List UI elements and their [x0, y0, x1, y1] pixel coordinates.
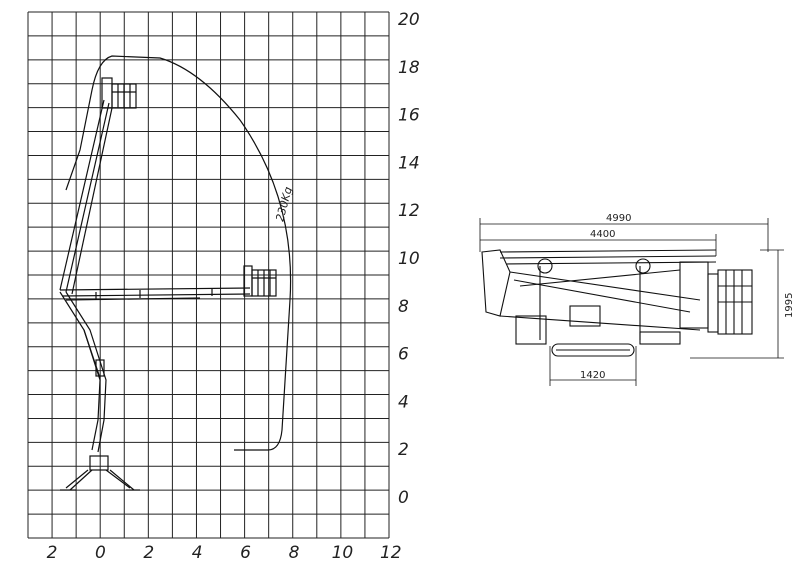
x-tick-label: 6 — [240, 543, 251, 563]
basket-top — [101, 77, 137, 109]
x-tick-label: 2 — [143, 543, 154, 563]
y-tick-label: 14 — [398, 153, 420, 173]
boom-lower — [59, 291, 107, 453]
working-envelope — [65, 55, 292, 451]
y-tick-label: 12 — [398, 201, 420, 221]
x-axis-ticks: 2 0 2 4 6 8 10 12 — [47, 543, 402, 563]
dim-overall-length: 4990 — [606, 213, 631, 224]
y-tick-label: 6 — [398, 345, 409, 365]
y-tick-label: 20 — [398, 10, 420, 30]
y-tick-label: 10 — [398, 249, 420, 269]
boom-horizontal — [59, 287, 251, 301]
y-tick-label: 18 — [398, 58, 420, 78]
base-outriggers — [60, 455, 140, 491]
dim-chassis-length: 4400 — [590, 229, 615, 240]
y-tick-label: 16 — [398, 106, 420, 126]
dim-track-length: 1420 — [580, 370, 605, 381]
y-tick-label: 0 — [398, 488, 409, 508]
x-tick-label: 2 — [47, 543, 58, 563]
x-tick-label: 0 — [95, 543, 106, 563]
x-tick-label: 12 — [380, 543, 402, 563]
basket-side — [243, 265, 277, 297]
x-tick-label: 4 — [192, 543, 203, 563]
y-tick-label: 2 — [398, 440, 409, 460]
dim-height: 1995 — [784, 293, 795, 318]
y-tick-label: 8 — [398, 297, 409, 317]
reach-grid — [27, 11, 390, 539]
x-tick-label: 8 — [289, 543, 300, 563]
boom-upper — [59, 99, 113, 295]
side-view: 4990 4400 1420 1995 — [479, 213, 795, 386]
x-tick-label: 10 — [332, 543, 354, 563]
y-tick-label: 4 — [398, 392, 409, 412]
